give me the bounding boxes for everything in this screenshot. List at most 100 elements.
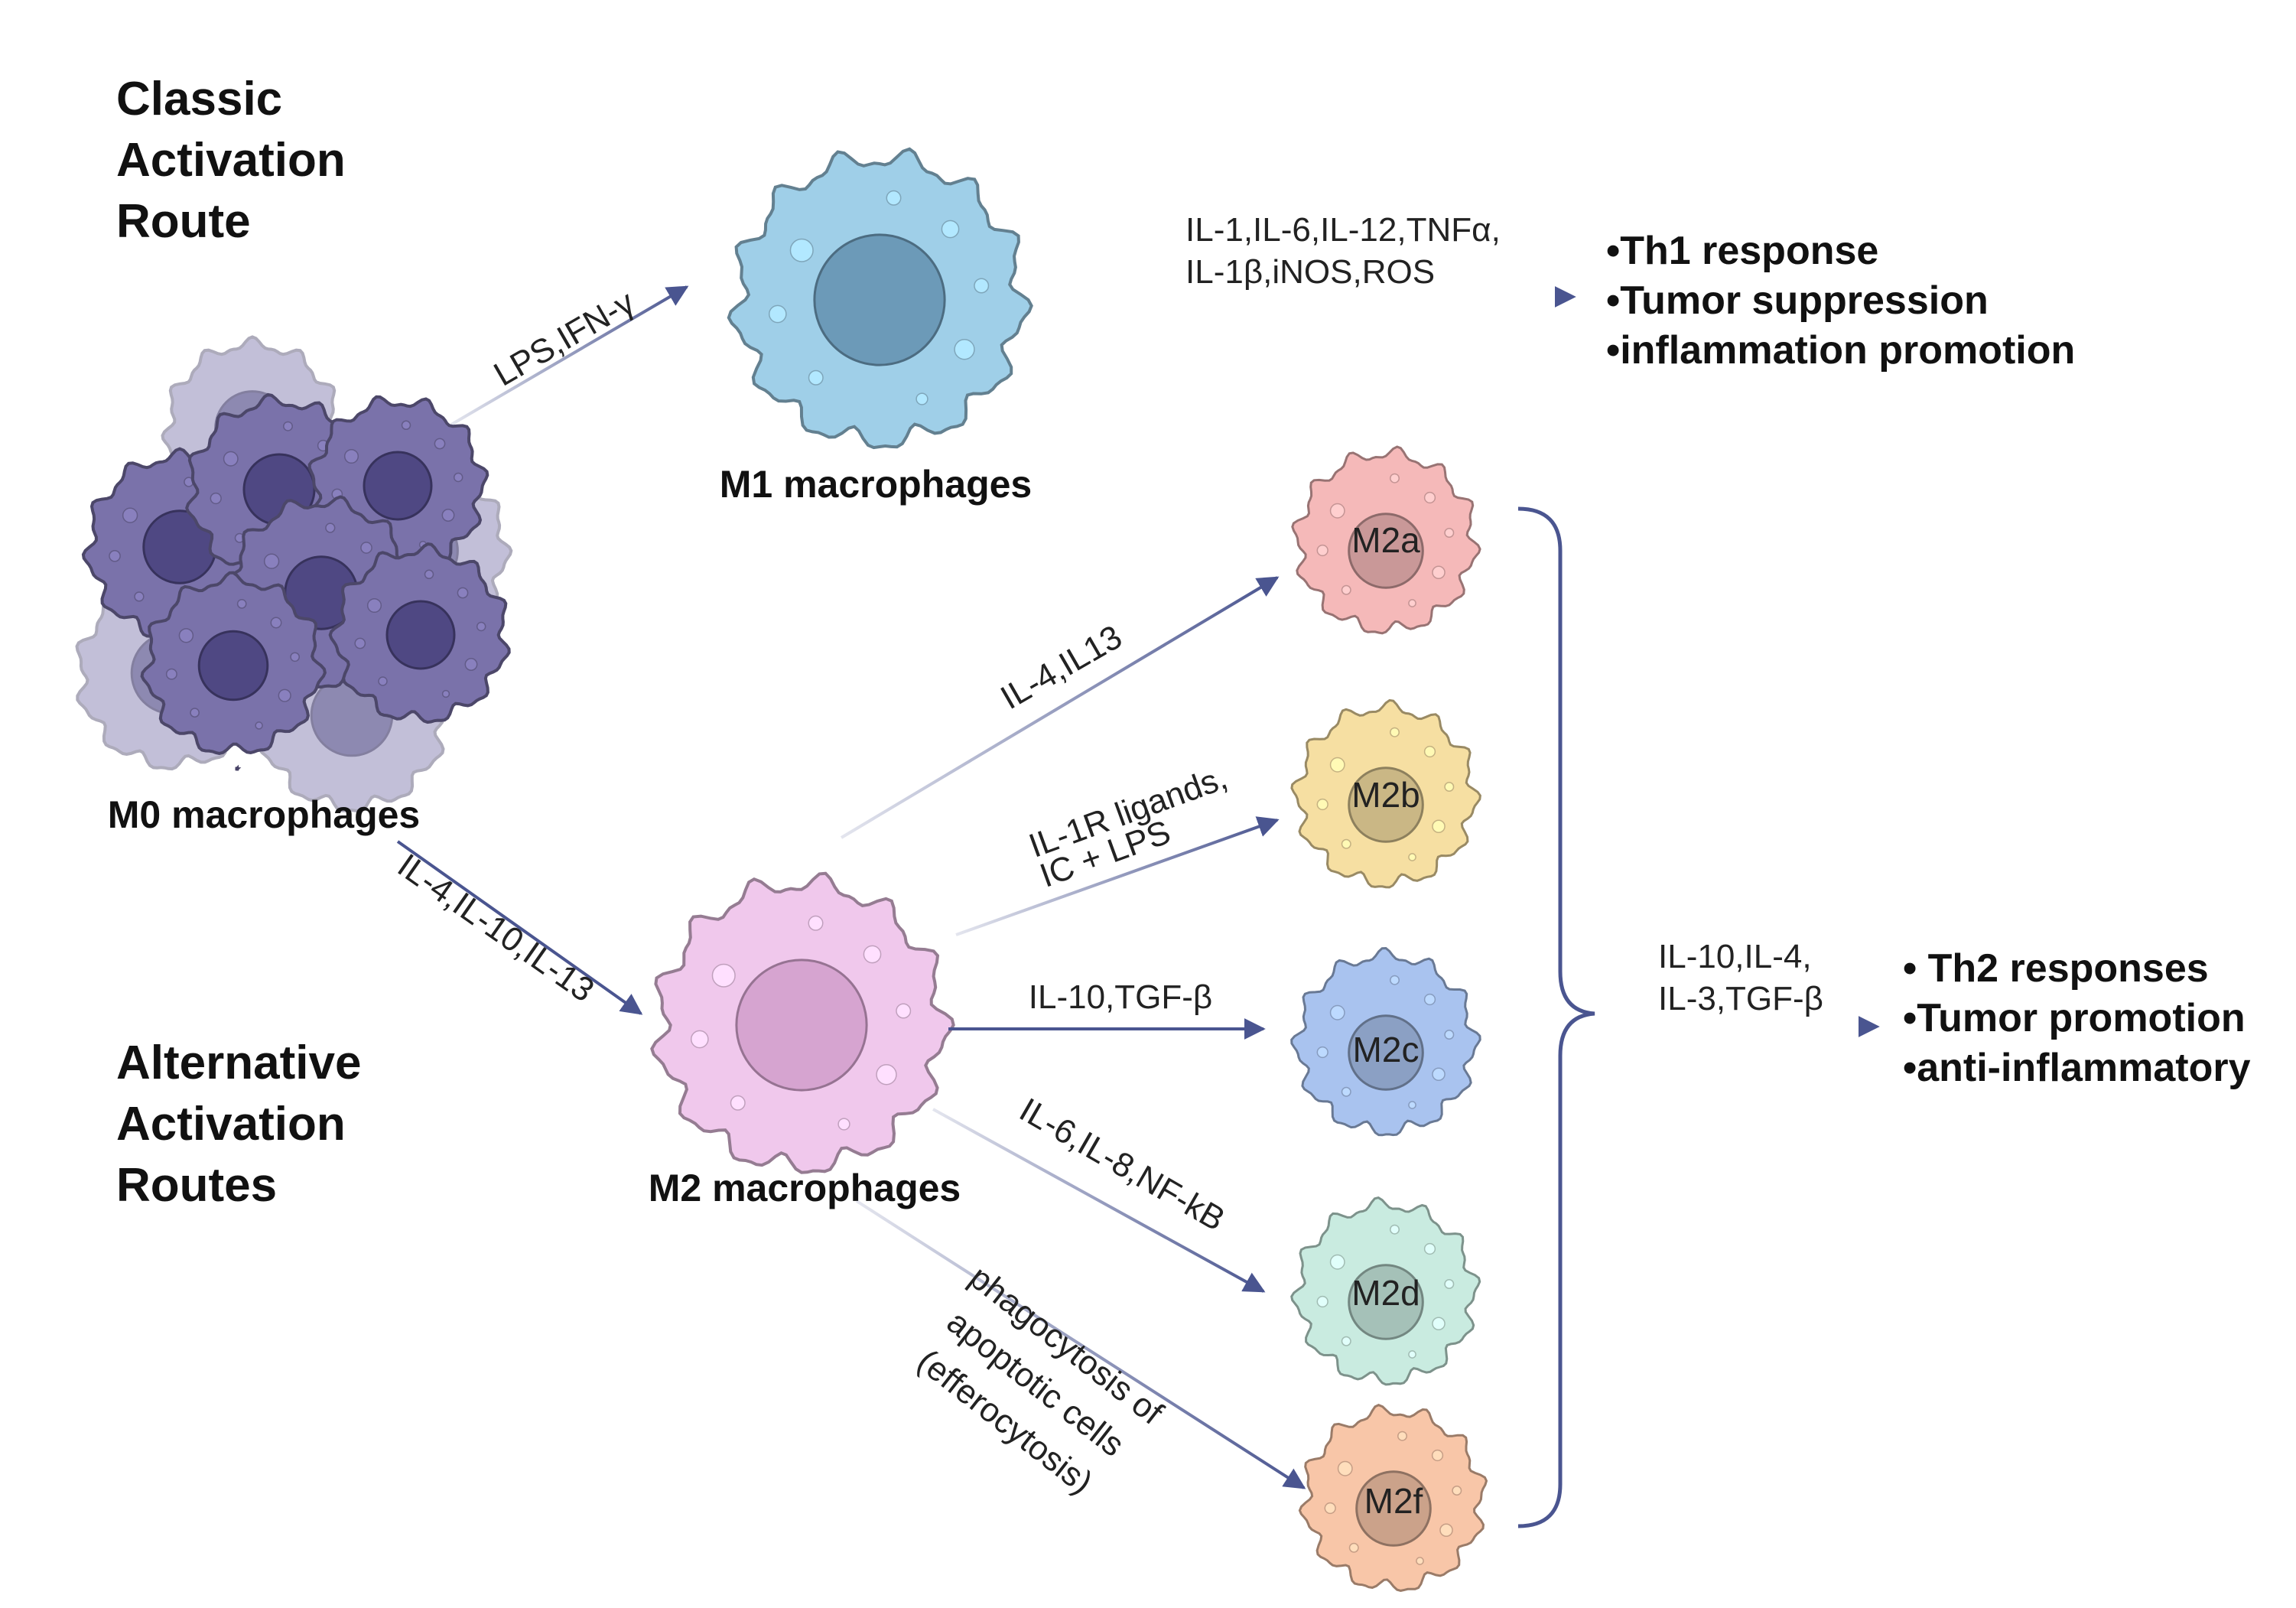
heading-line: Activation	[116, 134, 346, 187]
vesicle	[453, 472, 463, 483]
m0-label: M0 macrophages	[108, 793, 420, 836]
nucleus	[385, 600, 456, 670]
nucleus	[1348, 1014, 1424, 1091]
label-m1-output-line1: IL-1,IL-6,IL-12,TNFα,	[1185, 211, 1501, 249]
vesicle	[190, 708, 200, 718]
vesicle	[401, 420, 411, 431]
m2-outcome-item: • Th2 responses	[1903, 946, 2209, 991]
vesicle	[1439, 1523, 1453, 1538]
m1-outcome-item: •inflammation promotion	[1606, 328, 2075, 373]
vesicle	[223, 451, 239, 467]
nucleus	[363, 451, 433, 521]
vesicle	[915, 392, 928, 405]
m2b-cell-icon	[1290, 698, 1481, 889]
vesicle	[366, 597, 382, 614]
label-m2-to-m2c: IL-10,TGF-β	[1029, 978, 1212, 1016]
vesicle	[457, 587, 469, 599]
m2c-label: M2c	[1353, 1030, 1420, 1069]
vesicle	[255, 721, 263, 730]
m1-outcome-item: •Th1 response	[1606, 229, 1878, 273]
vesicle	[1408, 1350, 1416, 1359]
vesicle	[896, 1003, 912, 1019]
vesicle	[1390, 473, 1400, 483]
vesicle	[1390, 1224, 1400, 1235]
vesicle	[1423, 745, 1436, 758]
arrow-m2-to-m2d	[932, 1108, 1266, 1293]
heading-line: Routes	[116, 1159, 277, 1212]
vesicle	[1397, 1431, 1407, 1441]
nucleus	[1348, 767, 1424, 843]
vesicle	[1432, 1067, 1446, 1082]
m2-label: M2 macrophages	[649, 1167, 961, 1209]
vesicle	[343, 448, 359, 464]
vesicle	[711, 963, 736, 988]
vesicle	[886, 190, 902, 206]
vesicle	[876, 1064, 897, 1086]
vesicle	[424, 569, 434, 580]
vesicle	[1390, 727, 1400, 737]
vesicle	[1329, 1254, 1345, 1270]
vesicle	[1341, 584, 1351, 595]
vesicle	[941, 220, 960, 239]
vesicle	[768, 304, 787, 324]
m2-outcome-item: •Tumor promotion	[1903, 996, 2246, 1040]
arrow-m0-to-m2	[396, 840, 643, 1015]
label-m2-to-m2d: IL-6,IL-8,NF-kB	[1013, 1091, 1231, 1239]
label-m2-to-m2a: IL-4,IL13	[994, 618, 1128, 717]
label-m2-output-line1: IL-10,IL-4,	[1658, 938, 1812, 975]
vesicle	[178, 628, 194, 643]
vesicle	[325, 522, 336, 533]
vesicle	[863, 945, 882, 964]
vesicle	[1431, 1449, 1444, 1462]
vesicle	[808, 369, 824, 386]
vesicle	[270, 617, 282, 629]
m1-label: M1 macrophages	[720, 463, 1032, 506]
classic-activation-heading: Classic Activation Route	[116, 73, 346, 248]
vesicle	[283, 421, 293, 431]
arrow-m2-to-m2a	[840, 576, 1280, 839]
vesicle	[263, 553, 280, 569]
m2c-cell-icon	[1290, 946, 1481, 1137]
vesicle	[1324, 1502, 1336, 1515]
label-m0-to-m1: LPS,IFN-γ	[488, 283, 641, 393]
heading-line: Route	[116, 195, 251, 248]
heading-line: Alternative	[116, 1037, 361, 1089]
vesicle	[1341, 838, 1351, 849]
vesicle	[1341, 1086, 1351, 1097]
vesicle	[165, 668, 177, 680]
m2b-label: M2b	[1351, 775, 1420, 815]
nucleus	[1355, 1470, 1432, 1547]
vesicle	[1316, 544, 1328, 557]
vesicle	[236, 599, 247, 609]
nucleus	[1348, 1264, 1424, 1340]
arrow-m2-to-m2f	[855, 1199, 1306, 1489]
label-m1-output-line2: IL-1β,iNOS,ROS	[1185, 253, 1435, 291]
vesicle	[1416, 1557, 1424, 1565]
vesicle	[354, 637, 366, 649]
m1-outcomes: •Th1 response •Tumor suppression •inflam…	[1606, 229, 2075, 373]
vesicle	[1452, 1486, 1462, 1496]
vesicle	[434, 438, 446, 450]
vesicle	[1337, 1460, 1353, 1476]
m2d-cell-icon	[1290, 1196, 1481, 1386]
vesicle	[464, 658, 478, 671]
arrows	[396, 285, 1880, 1528]
nucleus	[735, 959, 868, 1092]
vesicle	[1390, 975, 1400, 985]
vesicle	[1444, 528, 1455, 538]
vesicle	[109, 549, 121, 562]
alternative-activation-heading: Alternative Activation Routes	[116, 1037, 361, 1212]
vesicle	[1444, 1030, 1455, 1040]
m2f-cell-icon	[1298, 1403, 1488, 1592]
m2d-label: M2d	[1351, 1273, 1420, 1313]
vesicle	[1432, 819, 1446, 834]
vesicle	[690, 1030, 709, 1049]
vesicle	[954, 339, 975, 360]
m2f-label: M2f	[1364, 1481, 1423, 1521]
vesicle	[837, 1118, 850, 1131]
vesicle	[1316, 798, 1328, 811]
nucleus	[1348, 513, 1424, 589]
vesicle	[1432, 565, 1446, 580]
vesicle	[1423, 1242, 1436, 1255]
vesicle	[1341, 1336, 1351, 1346]
